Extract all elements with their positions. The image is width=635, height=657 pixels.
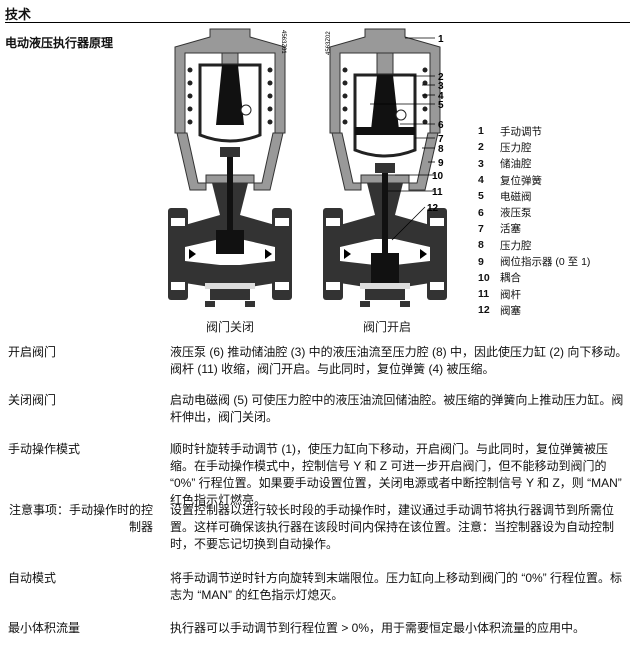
- legend-item: 3 储油腔: [478, 156, 590, 172]
- caption-valve-open: 阀门开启: [363, 320, 412, 334]
- label-min-flow: 最小体积流量: [8, 621, 81, 635]
- callout-12: 12: [427, 203, 439, 214]
- callout-6: 6: [438, 120, 444, 131]
- callout-1: 1: [438, 34, 444, 45]
- legend-label: 储油腔: [500, 158, 532, 171]
- legend-item: 7 活塞: [478, 221, 590, 237]
- legend-item: 8 压力腔: [478, 237, 590, 253]
- callout-8: 8: [438, 144, 444, 155]
- legend-number: 8: [478, 239, 484, 252]
- callout-3: 3: [438, 81, 444, 92]
- legend-number: 7: [478, 222, 484, 235]
- legend-number: 6: [478, 206, 484, 219]
- legend-label: 阀塞: [500, 304, 521, 317]
- legend-number: 12: [478, 304, 490, 317]
- legend-number: 1: [478, 125, 484, 138]
- legend-item: 5 电磁阀: [478, 188, 590, 204]
- callout-4: 4: [438, 91, 444, 102]
- text-close-valve: 启动电磁阀 (5) 可使压力腔中的液压油流回储油腔。被压缩的弹簧向上推动压力缸。…: [170, 393, 624, 424]
- legend-item: 9 阀位指示器 (0 至 1): [478, 253, 590, 269]
- label-close-valve: 关闭阀门: [8, 393, 57, 407]
- label-manual-note: 注意事项：手动操作时的控制器: [8, 503, 153, 534]
- figure-code-open: 4563Z02: [326, 31, 332, 55]
- legend-label: 阀杆: [500, 288, 521, 301]
- legend-label: 复位弹簧: [500, 174, 542, 187]
- label-open-valve: 开启阀门: [8, 345, 57, 359]
- text-open-valve: 液压泵 (6) 推动储油腔 (3) 中的液压油流至压力腔 (8) 中，因此使压力…: [170, 345, 628, 376]
- legend-item: 11 阀杆: [478, 286, 590, 302]
- legend-number: 10: [478, 271, 490, 284]
- text-manual-mode: 顺时针旋转手动调节 (1)，使压力缸向下移动，开启阀门。与此同时，复位弹簧被压缩…: [170, 442, 622, 507]
- legend-item: 1 手动调节: [478, 123, 590, 139]
- header-title: 技术: [5, 7, 32, 22]
- actuator-diagram: 4563Z01 4563Z02 1 2 3 4 5 6 7 8 9 10 11 …: [167, 28, 448, 308]
- caption-valve-closed: 阀门关闭: [206, 320, 255, 334]
- legend-label: 活塞: [500, 223, 521, 236]
- legend-label: 液压泵: [500, 207, 532, 220]
- callout-5: 5: [438, 100, 444, 111]
- legend-label: 手动调节: [500, 125, 542, 138]
- callout-11: 11: [432, 187, 443, 198]
- legend-label: 压力腔: [500, 141, 532, 154]
- legend-label: 耦合: [500, 272, 521, 285]
- callout-10: 10: [432, 171, 444, 182]
- parts-legend: 1 手动调节 2 压力腔 3 储油腔 4 复位弹簧 5 电磁阀 6 液压泵 7 活塞 8 压力腔 9 阀位指示器 …: [478, 123, 590, 319]
- header-rule: [5, 22, 630, 23]
- label-auto-mode: 自动模式: [8, 571, 57, 585]
- legend-number: 11: [478, 288, 490, 301]
- legend-number: 9: [478, 255, 484, 268]
- section-title: 电动液压执行器原理: [5, 36, 114, 50]
- legend-item: 2 压力腔: [478, 139, 590, 155]
- text-manual-note: 设置控制器以进行较长时段的手动操作时，建议通过手动调节将执行器调节到所需位置。这…: [170, 503, 615, 551]
- text-auto-mode: 将手动调节逆时针方向旋转到末端限位。压力缸向上移动到阀门的 “0%” 行程位置。…: [170, 571, 623, 602]
- text-min-flow: 执行器可以手动调节到行程位置 > 0%，用于需要恒定最小体积流量的应用中。: [170, 621, 586, 635]
- legend-item: 6 液压泵: [478, 204, 590, 220]
- callout-7: 7: [438, 134, 444, 145]
- legend-item: 10 耦合: [478, 270, 590, 286]
- legend-label: 压力腔: [500, 239, 532, 252]
- legend-label: 阀位指示器 (0 至 1): [500, 256, 591, 269]
- legend-number: 2: [478, 141, 484, 154]
- callout-2: 2: [438, 72, 444, 83]
- legend-item: 4 复位弹簧: [478, 172, 590, 188]
- legend-label: 电磁阀: [500, 190, 532, 203]
- label-manual-mode: 手动操作模式: [8, 442, 81, 456]
- legend-item: 12 阀塞: [478, 302, 590, 318]
- legend-number: 5: [478, 190, 484, 203]
- callout-9: 9: [438, 158, 444, 169]
- figure-code-closed: 4563Z01: [280, 30, 286, 54]
- legend-number: 4: [478, 174, 484, 187]
- legend-number: 3: [478, 157, 484, 170]
